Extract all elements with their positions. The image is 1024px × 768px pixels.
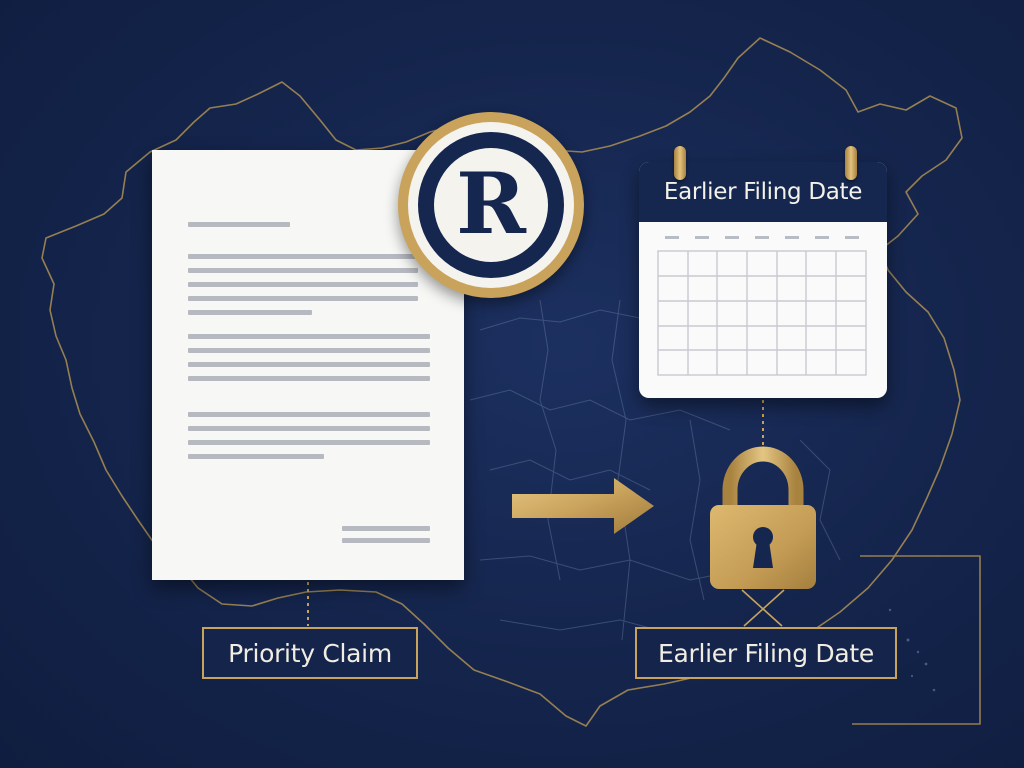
earlier-filing-date-label: Earlier Filing Date [635, 627, 897, 679]
document-text-line [188, 282, 418, 287]
document-text-line [188, 376, 430, 381]
document-text-line [188, 296, 418, 301]
document-text-line [188, 334, 430, 339]
seal-letter-graphic: R [456, 154, 527, 253]
earlier-filing-date-text: Earlier Filing Date [657, 638, 874, 668]
calendar-ring-right [845, 146, 857, 180]
priority-claim-label: Priority Claim [202, 627, 418, 679]
document-text-line [188, 412, 430, 417]
document-text-line [188, 310, 312, 315]
registered-trademark-icon: R [398, 112, 584, 298]
calendar-grid [657, 236, 867, 376]
document-text-line [188, 268, 418, 273]
document-text-line [188, 348, 430, 353]
document-text-line [188, 362, 430, 367]
document-signature-line [342, 538, 430, 543]
seal-core: R [434, 148, 548, 262]
document-text-line [188, 254, 418, 259]
seal-letter: R [456, 154, 527, 253]
document-text-line [188, 440, 430, 445]
document-title-line [188, 222, 290, 227]
document-text-line [188, 426, 430, 431]
document-signature-line [342, 526, 430, 531]
calendar-icon: Earlier Filing Date [639, 162, 887, 398]
priority-claim-text: Priority Claim [228, 638, 392, 668]
document-text-line [188, 454, 324, 459]
calendar-ring-left [674, 146, 686, 180]
